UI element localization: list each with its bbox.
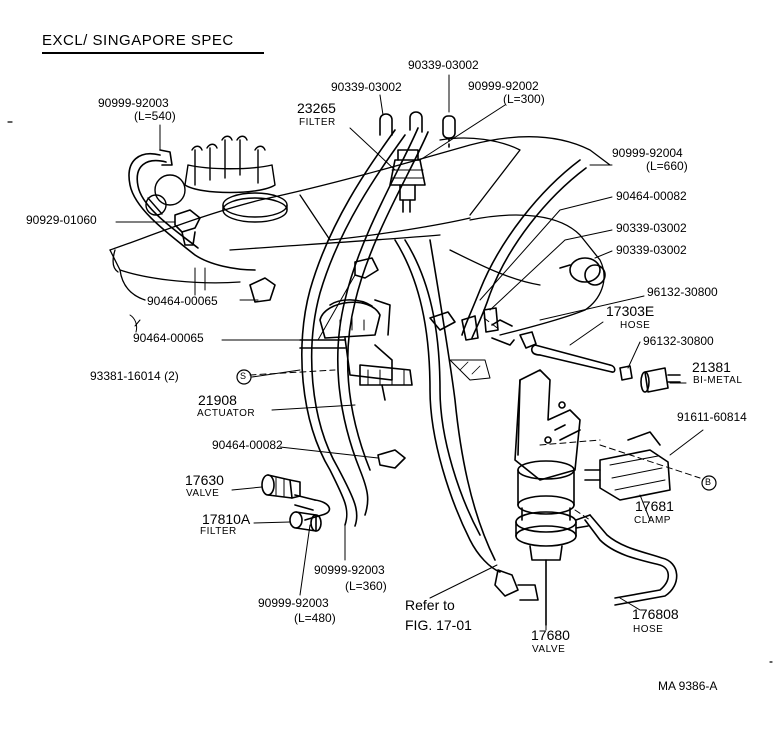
page-title: EXCL/ SINGAPORE SPEC xyxy=(42,32,234,49)
clip-90929-drawing xyxy=(174,209,201,246)
part-number-label: 96132-30800 xyxy=(647,285,718,299)
part-number-label: 90464-00082 xyxy=(212,438,283,452)
part-number-label: 90464-00065 xyxy=(133,331,204,345)
part-number-label: 93381-16014 (2) xyxy=(90,369,179,383)
part-number-label: 90339-03002 xyxy=(616,221,687,235)
vacuum-hoses xyxy=(128,111,678,606)
part-number-label: 90464-00065 xyxy=(147,294,218,308)
part-number-label: 90929-01060 xyxy=(26,213,97,227)
part-length-label: (L=300) xyxy=(503,92,545,106)
actuator-21908-drawing xyxy=(299,299,413,401)
part-number-label: 23265 xyxy=(297,100,336,116)
part-number-label: 176808 xyxy=(632,606,679,622)
reference-note-line1: Refer to xyxy=(405,597,455,613)
title-underline xyxy=(42,52,264,54)
filter-17810a-drawing xyxy=(289,511,322,532)
leader-lines xyxy=(115,74,704,631)
marker-b-label: B xyxy=(705,477,712,487)
part-name-label: CLAMP xyxy=(634,515,671,526)
part-number-label: 90339-03002 xyxy=(616,243,687,257)
dashed-reference-lines xyxy=(249,317,701,521)
clamp-17681-drawing xyxy=(584,431,671,501)
valve-17630-drawing xyxy=(261,474,301,499)
part-number-label: 17681 xyxy=(635,498,674,514)
hose-piece-90339-drawing xyxy=(442,115,456,149)
part-name-label: FILTER xyxy=(299,117,336,128)
part-number-label: 90464-00082 xyxy=(616,189,687,203)
filter-23265-drawing xyxy=(389,149,426,213)
part-number-label: 90999-92003 xyxy=(258,596,329,610)
part-number-label: 21381 xyxy=(692,359,731,375)
distributor-cap-drawing xyxy=(145,135,288,223)
part-number-label: 90999-92003 xyxy=(314,563,385,577)
part-number-label: 91611-60814 xyxy=(677,410,747,424)
bimetal-21381-drawing xyxy=(640,367,681,393)
diagram-code: MA 9386-A xyxy=(658,679,718,693)
part-name-label: BI-METAL xyxy=(693,375,743,386)
part-length-label: (L=480) xyxy=(294,611,336,625)
part-length-label: (L=360) xyxy=(345,579,387,593)
part-number-label: 17303E xyxy=(606,303,655,319)
part-number-label: 21908 xyxy=(198,392,237,408)
bracket-drawing xyxy=(514,369,581,481)
part-number-label: 90999-92002 xyxy=(468,79,539,93)
part-length-label: (L=540) xyxy=(134,109,176,123)
part-number-label: 90999-92003 xyxy=(98,96,169,110)
refer-valve-drawing xyxy=(494,569,539,601)
reference-note-line2: FIG. 17-01 xyxy=(405,617,472,633)
part-number-label: 90339-03002 xyxy=(331,80,402,94)
part-number-label: 17630 xyxy=(185,472,224,488)
part-length-label: (L=660) xyxy=(646,159,688,173)
part-number-label: 96132-30800 xyxy=(643,334,714,348)
part-number-label: 90999-92004 xyxy=(612,146,683,160)
circle-markers xyxy=(236,369,717,491)
part-name-label: ACTUATOR xyxy=(197,408,256,419)
part-name-label: FILTER xyxy=(200,526,237,537)
part-name-label: VALVE xyxy=(532,644,566,655)
hose-clips-drawing xyxy=(249,257,633,469)
right-valve-drawing xyxy=(559,257,606,286)
part-number-label: 17680 xyxy=(531,627,570,643)
part-name-label: HOSE xyxy=(633,624,664,635)
part-number-label: 90339-03002 xyxy=(408,58,479,72)
part-name-label: HOSE xyxy=(620,320,651,331)
part-number-label: 17810A xyxy=(202,511,251,527)
valve-17680-drawing xyxy=(515,460,591,626)
part-name-label: VALVE xyxy=(186,488,220,499)
marker-s-label: S xyxy=(240,371,247,381)
